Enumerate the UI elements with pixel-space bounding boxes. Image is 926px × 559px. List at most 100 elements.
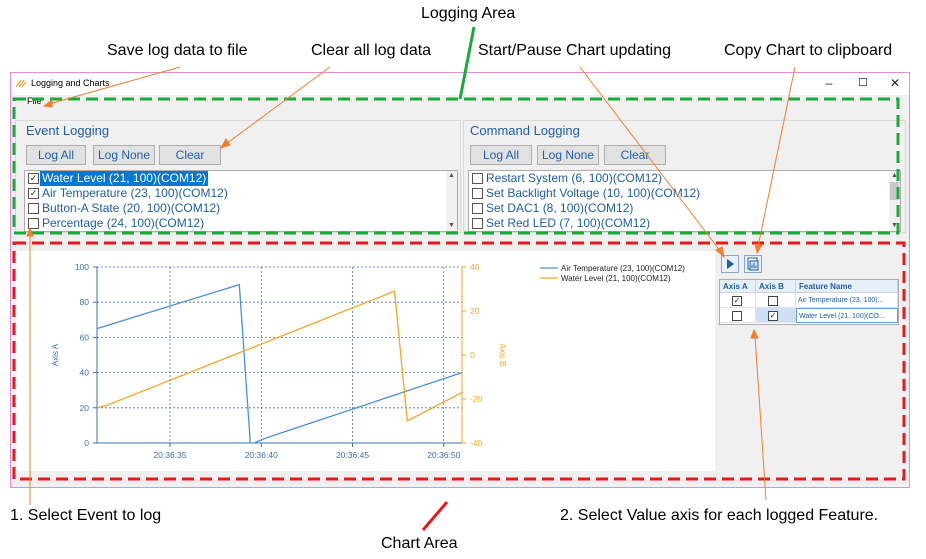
checkbox[interactable]	[28, 203, 39, 214]
axis-b-tick-label: 40	[470, 262, 480, 272]
list-item-label: Set Backlight Voltage (10, 100)(COM12)	[486, 186, 701, 200]
grid-cell-axis-b[interactable]	[756, 293, 796, 308]
list-item[interactable]: Set DAC1 (8, 100)(COM12)	[469, 201, 887, 216]
command-clear-button[interactable]: Clear	[604, 145, 666, 165]
list-item-label: Air Temperature (23, 100)(COM12)	[42, 186, 228, 200]
annotation-chart-area: Chart Area	[381, 535, 458, 552]
checkbox[interactable]	[472, 173, 483, 184]
list-item[interactable]: ✓Water Level (21, 100)(COM12)	[25, 171, 443, 186]
play-icon	[727, 259, 734, 269]
scroll-thumb[interactable]	[890, 182, 899, 200]
command-log-none-button[interactable]: Log None	[537, 145, 599, 165]
scroll-down-icon[interactable]: ▼	[448, 222, 455, 229]
scroll-down-icon[interactable]: ▼	[891, 222, 898, 229]
axis-a-tick-label: 80	[80, 297, 90, 307]
axis-a-tick-label: 0	[84, 438, 89, 448]
command-log-all-button[interactable]: Log All	[470, 145, 532, 165]
list-item-label: Set DAC1 (8, 100)(COM12)	[486, 201, 634, 215]
line-chart: 0 20 40 60 80 100 -40 -20 0 20 40 20:36:35 20:36:40 2…	[51, 262, 685, 460]
list-item-label: Percentage (24, 100)(COM12)	[42, 216, 205, 230]
checkbox[interactable]: ✓	[28, 188, 39, 199]
annotation-copy-chart: Copy Chart to clipboard	[724, 42, 893, 59]
axis-a-tick-label: 60	[80, 332, 90, 342]
grid-header-feature-name[interactable]: Feature Name	[796, 280, 898, 293]
grid-cell-feature-name[interactable]: Water Level (21, 100)(CO...	[796, 308, 898, 323]
axis-b-tick-label: -20	[470, 394, 483, 404]
chart-panel[interactable]: 0 20 40 60 80 100 -40 -20 0 20 40 20:36:35 20:36:40 2…	[16, 251, 715, 471]
axis-a-tick-label: 100	[75, 262, 89, 272]
event-list-scrollbar[interactable]: ▲ ▼	[446, 171, 457, 231]
grid-cell-axis-b[interactable]: ✓	[756, 308, 796, 323]
scroll-up-icon[interactable]: ▲	[891, 172, 898, 179]
list-item-label: Set Red LED (7, 100)(COM12)	[486, 216, 651, 230]
command-logging-title: Command Logging	[470, 123, 580, 138]
event-logging-group: Event Logging Log All Log None Clear ✓Wa…	[15, 120, 461, 233]
checkbox[interactable]	[732, 311, 742, 321]
event-log-none-button[interactable]: Log None	[93, 145, 155, 165]
list-item[interactable]: Set Red LED (7, 100)(COM12)	[469, 216, 887, 231]
maximize-button[interactable]: ☐	[858, 77, 868, 89]
checkbox[interactable]	[768, 296, 778, 306]
menu-bar: File	[11, 95, 909, 109]
axis-selection-grid: Axis A Axis B Feature Name ✓ Air Temperat…	[719, 279, 899, 325]
grid-header-axis-a[interactable]: Axis A	[720, 280, 756, 293]
checkbox[interactable]: ✓	[732, 296, 742, 306]
list-item-label: Button-A State (20, 100)(COM12)	[42, 201, 221, 215]
list-item[interactable]: Button-A State (20, 100)(COM12)	[25, 201, 443, 216]
checkbox[interactable]	[472, 203, 483, 214]
grid-cell-axis-a[interactable]: ✓	[720, 293, 756, 308]
checkbox[interactable]	[28, 218, 39, 229]
annotation-select-axis: 2. Select Value axis for each logged Fea…	[560, 507, 879, 524]
annotation-start-pause: Start/Pause Chart updating	[478, 42, 672, 59]
x-axis-tick-label: 20:36:35	[153, 450, 186, 460]
axis-a-title: Axis A	[51, 343, 60, 366]
start-pause-button[interactable]	[721, 255, 739, 273]
grid-cell-axis-a[interactable]	[720, 308, 756, 323]
menu-file[interactable]: File	[27, 96, 42, 106]
series-line-water-level	[96, 290, 463, 423]
annotation-logging-area: Logging Area	[421, 5, 516, 22]
list-item[interactable]: Percentage (24, 100)(COM12)	[25, 216, 443, 231]
annotation-clear-all: Clear all log data	[311, 42, 432, 59]
minimize-button[interactable]: –	[825, 76, 833, 90]
annotation-select-event: 1. Select Event to log	[10, 507, 162, 524]
axis-b-tick-label: 0	[470, 350, 475, 360]
title-bar[interactable]: Logging and Charts – ☐ ✕	[11, 73, 909, 95]
checkbox[interactable]: ✓	[768, 311, 778, 321]
x-axis-tick-label: 20:36:40	[245, 450, 278, 460]
checkbox[interactable]	[472, 188, 483, 199]
grid-header-axis-b[interactable]: Axis B	[756, 280, 796, 293]
command-list-scrollbar[interactable]: ▲ ▼	[889, 171, 900, 231]
axis-b-tick-label: 20	[470, 306, 480, 316]
x-axis-tick-label: 20:36:50	[427, 450, 460, 460]
list-item-label: Restart System (6, 100)(COM12)	[486, 171, 663, 185]
close-button[interactable]: ✕	[889, 76, 901, 90]
axis-a-tick-label: 40	[80, 368, 90, 378]
list-item[interactable]: Restart System (6, 100)(COM12)	[469, 171, 887, 186]
event-clear-button[interactable]: Clear	[159, 145, 221, 165]
list-item-label: Water Level (21, 100)(COM12)	[40, 171, 209, 186]
scroll-up-icon[interactable]: ▲	[448, 172, 455, 179]
checkbox[interactable]: ✓	[28, 173, 39, 184]
event-list: ✓Water Level (21, 100)(COM12)✓Air Temper…	[24, 170, 458, 232]
axis-a-tick-label: 20	[80, 403, 90, 413]
grid-cell-feature-name[interactable]: Air Temperature (23, 100)...	[796, 293, 898, 308]
annotation-save-log: Save log data to file	[107, 42, 248, 59]
command-list: Restart System (6, 100)(COM12)Set Backli…	[468, 170, 901, 232]
checkbox[interactable]	[472, 218, 483, 229]
chart-area-pointer	[421, 501, 449, 531]
axis-b-tick-label: -40	[470, 438, 483, 448]
app-logo-icon	[15, 79, 27, 88]
event-logging-title: Event Logging	[26, 123, 110, 138]
event-log-all-button[interactable]: Log All	[26, 145, 86, 165]
window-title: Logging and Charts	[31, 78, 110, 88]
axis-b-title: Axis B	[498, 344, 507, 367]
legend-label: Air Temperature (23, 100)(COM12)	[561, 264, 685, 273]
legend-label: Water Level (21, 100)(COM12)	[561, 274, 671, 283]
x-axis-tick-label: 20:36:45	[336, 450, 369, 460]
copy-chart-button[interactable]	[744, 255, 762, 273]
list-item[interactable]: ✓Air Temperature (23, 100)(COM12)	[25, 186, 443, 201]
copy-chart-icon	[747, 257, 759, 271]
command-logging-group: Command Logging Log All Log None Clear R…	[463, 120, 906, 233]
list-item[interactable]: Set Backlight Voltage (10, 100)(COM12)	[469, 186, 887, 201]
